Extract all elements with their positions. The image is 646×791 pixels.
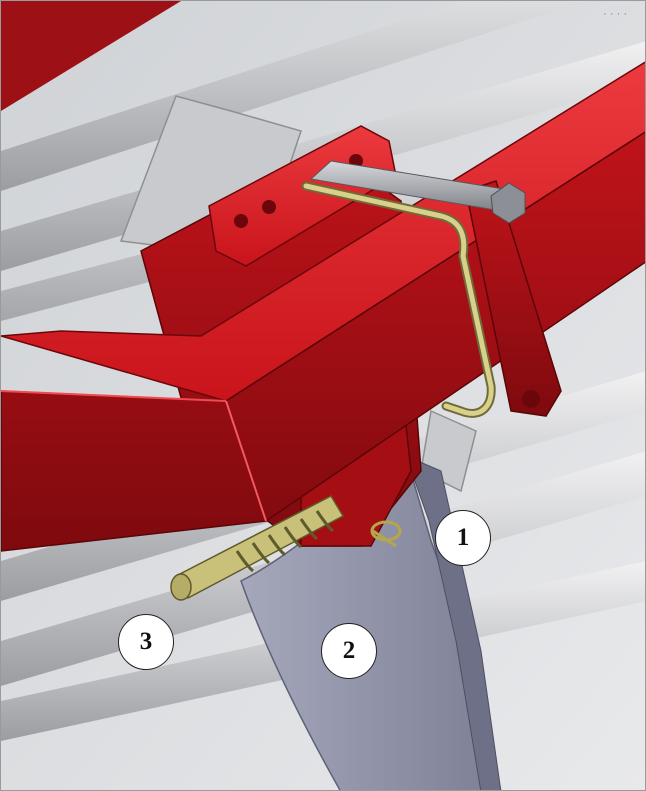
lynch-pin (370, 520, 402, 548)
callout-3-label: 3 (139, 628, 153, 655)
callout-3: 3 (118, 614, 174, 670)
coiled-pin-part-3 (170, 495, 345, 601)
top-left-frame-piece (1, 1, 181, 111)
callout-2: 2 (321, 623, 377, 679)
callout-2-label: 2 (342, 637, 356, 664)
callout-1: 1 (435, 510, 491, 566)
spring-wire (301, 181, 496, 418)
flange-plate (208, 125, 397, 267)
pivot-rod (309, 160, 526, 224)
window-status-text: · · · · (603, 8, 627, 20)
callout-1-label: 1 (456, 524, 470, 551)
